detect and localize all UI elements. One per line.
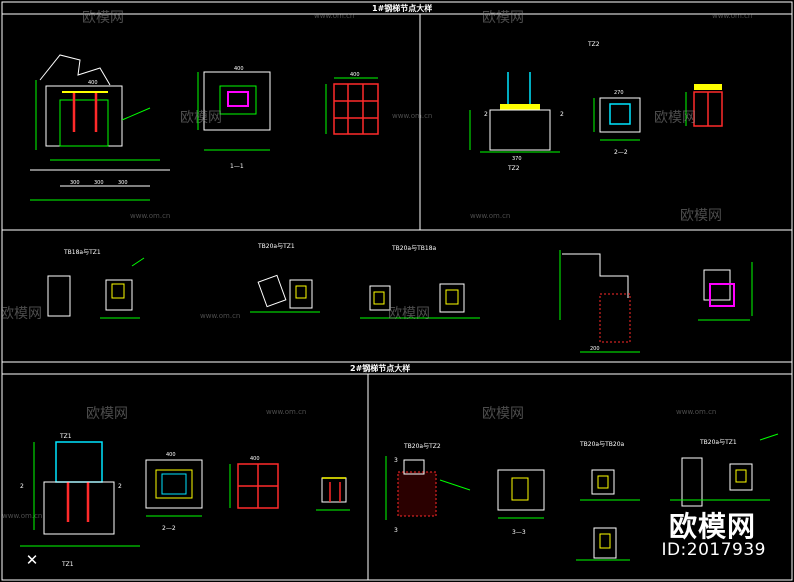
num-2-b: 2 xyxy=(560,111,564,118)
wm-brand-2: 欧模网 xyxy=(482,10,524,26)
detail-tb20a-tz1-bottom: TB20a与TZ1 xyxy=(670,433,779,507)
wm-url-7: www.om.cn xyxy=(266,408,306,416)
section-label-2-2-bottom: 2—2 xyxy=(162,525,176,532)
wm-brand-8: 欧模网 xyxy=(86,406,128,422)
dim-200-a: 200 xyxy=(590,346,600,352)
tz1-top-label: TZ1 xyxy=(59,433,72,440)
label-tb20a-tb20a: TB20a与TB20a xyxy=(579,440,625,448)
detail-section-1-1: 1—1 400 xyxy=(197,66,271,170)
dim-400-c: 400 xyxy=(350,72,360,78)
wm-url-9: www.om.cn xyxy=(2,512,42,520)
label-tb18-tz1: TB18a与TZ1 xyxy=(63,248,101,256)
dim-370-a: 370 xyxy=(512,156,522,162)
num-2-a: 2 xyxy=(484,111,488,118)
detail-tz2-base: TZ2 TZ2 2 2 370 xyxy=(469,41,600,172)
wm-url-4: www.om.cn xyxy=(130,212,170,220)
detail-tb18-tz1: TB18a与TZ1 xyxy=(47,248,145,319)
tz1-bottom-label: TZ1 xyxy=(61,561,74,568)
detail-red-grid-plate: 400 xyxy=(325,72,379,135)
num-3-a: 3 xyxy=(394,457,398,464)
detail-column-joint xyxy=(698,262,753,321)
detail-column-base-1: 400 300 300 300 xyxy=(30,54,170,201)
dim-400-b: 400 xyxy=(234,66,244,72)
dim-300-c: 300 xyxy=(118,180,128,186)
dim-300-b: 300 xyxy=(94,180,104,186)
wm-url-1: www.om.cn xyxy=(314,12,354,20)
label-tb20a-tz2: TB20a与TZ2 xyxy=(403,442,441,450)
wm-url-2: www.om.cn xyxy=(712,12,752,20)
num-3-b: 3 xyxy=(394,527,398,534)
dim-270-a: 270 xyxy=(614,90,624,96)
wm-brand-6: 欧模网 xyxy=(0,306,42,322)
section-label-1-1: 1—1 xyxy=(230,163,244,170)
detail-tb20a-tb20a: TB20a与TB20a xyxy=(576,440,640,561)
detail-tb20a-tz1: TB20a与TZ1 xyxy=(250,242,320,313)
detail-tz2-plate xyxy=(685,84,723,127)
num-2-c: 2 xyxy=(20,483,24,490)
detail-section-3-3: 3—3 xyxy=(497,469,545,536)
wm-url-8: www.om.cn xyxy=(676,408,716,416)
dim-400-e: 400 xyxy=(250,456,260,462)
label-tb20a-tb18: TB20a与TB18a xyxy=(391,244,437,252)
sheet1-title: 1#钢梯节点大样 xyxy=(372,3,432,13)
detail-tb20a-tz2: TB20a与TZ2 3 3 xyxy=(385,442,471,534)
detail-small-plate xyxy=(316,477,350,511)
tz2-bottom-label: TZ2 xyxy=(507,165,520,172)
section-label-3-3: 3—3 xyxy=(512,529,526,536)
wm-brand-5: 欧模网 xyxy=(680,208,722,224)
wm-brand-9: 欧模网 xyxy=(482,406,524,422)
wm-url-6: www.om.cn xyxy=(200,312,240,320)
detail-red-quad-plate: 400 xyxy=(229,456,279,509)
image-id-label: ID:2017939 xyxy=(661,540,766,560)
section-label-2-2-top: 2—2 xyxy=(614,149,628,156)
close-icon[interactable]: ✕ xyxy=(25,551,39,569)
tz2-top-label: TZ2 xyxy=(587,41,600,48)
label-tb20a-tz1-bottom: TB20a与TZ1 xyxy=(699,438,737,446)
detail-section-2-2-top: 2—2 270 xyxy=(593,90,641,156)
sheet2-title: 2#钢梯节点大样 xyxy=(350,363,410,373)
wm-brand-1: 欧模网 xyxy=(82,10,124,26)
brand-watermark: 欧模网 xyxy=(668,510,756,543)
num-2-d: 2 xyxy=(118,483,122,490)
detail-stair-landing: 200 xyxy=(559,250,640,353)
dim-400-d: 400 xyxy=(166,452,176,458)
detail-tb20a-tb18: TB20a与TB18a xyxy=(360,244,480,319)
label-tb20a-tz1: TB20a与TZ1 xyxy=(257,242,295,250)
detail-section-2-2-bottom: 2—2 400 xyxy=(145,452,203,532)
wm-brand-4: 欧模网 xyxy=(654,110,696,126)
watermarks: 欧模网 欧模网 欧模网 欧模网 欧模网 欧模网 欧模网 欧模网 欧模网 www.… xyxy=(0,10,752,520)
wm-brand-3: 欧模网 xyxy=(180,110,222,126)
wm-url-5: www.om.cn xyxy=(470,212,510,220)
wm-brand-7: 欧模网 xyxy=(388,306,430,322)
wm-url-3: www.om.cn xyxy=(392,112,432,120)
detail-tz1-base: TZ1 TZ1 2 2 xyxy=(20,433,140,568)
dim-300-a: 300 xyxy=(70,180,80,186)
dim-400-a: 400 xyxy=(88,80,98,86)
